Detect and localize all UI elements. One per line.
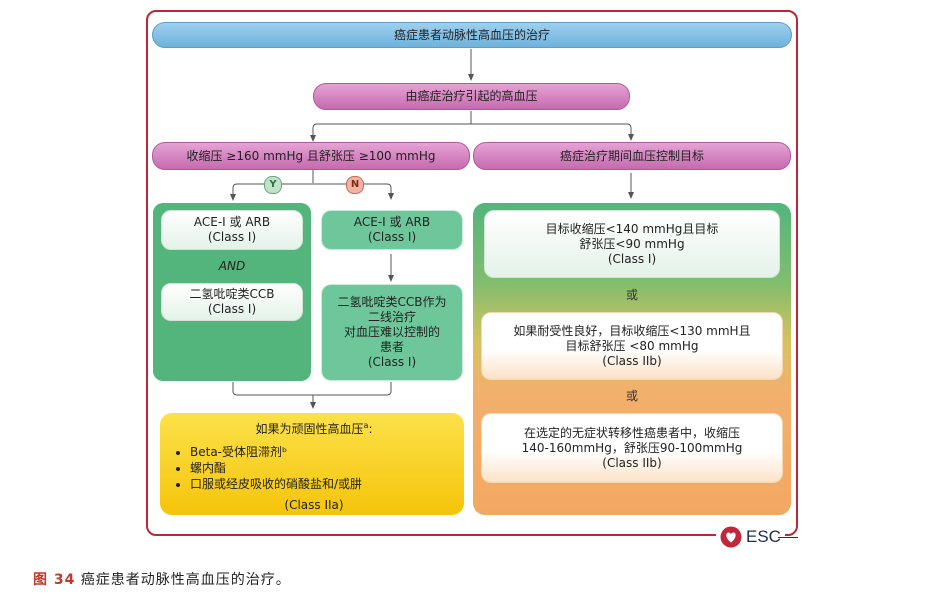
no-card-ace: ACE-I 或 ARB (Class I): [321, 210, 463, 250]
no-card-ace-line1: ACE-I 或 ARB: [353, 215, 431, 229]
yes-card-ace-line1: ACE-I 或 ARB: [193, 215, 271, 229]
yes-badge: Y: [264, 176, 282, 194]
yes-card-ace: ACE-I 或 ARB (Class I): [161, 210, 303, 250]
esc-logo: ESC: [716, 526, 785, 548]
refractory-heading-colon: :: [368, 422, 373, 436]
target1-line1: 目标收缩压<140 mmHg且目标: [545, 221, 719, 236]
title-text: 癌症患者动脉性高血压的治疗: [393, 27, 550, 42]
logo-rule: [778, 537, 798, 538]
refractory-item: 口服或经皮吸收的硝酸盐和/或肼: [190, 476, 454, 492]
diagram-frame: [146, 10, 798, 536]
no-card-ccb: 二氢吡啶类CCB作为 二线治疗 对血压难以控制的 患者 (Class I): [321, 284, 463, 381]
yes-card-ccb-line1: 二氢吡啶类CCB: [189, 287, 275, 301]
refractory-box: 如果为顽固性高血压a: Beta-受体阻滞剂ᵇ 螺内酯 口服或经皮吸收的硝酸盐和…: [160, 413, 464, 515]
target-card-2: 如果耐受性良好，目标收缩压<130 mmH且 目标舒张压 <80 mmHg (C…: [481, 312, 783, 380]
right-branch-text: 癌症治疗期间血压控制目标: [559, 148, 704, 163]
left-branch-text: 收缩压 ≥160 mmHg 且舒张压 ≥100 mmHg: [186, 148, 436, 163]
or-label-1: 或: [626, 288, 639, 302]
right-branch-box: 癌症治疗期间血压控制目标: [473, 142, 791, 170]
no-card-ccb-line1: 二氢吡啶类CCB作为: [337, 295, 447, 309]
figure-number: 图 34: [33, 572, 76, 588]
target2-line1: 如果耐受性良好，目标收缩压<130 mmH且: [513, 323, 751, 338]
no-card-ccb-line3: 对血压难以控制的: [343, 325, 440, 339]
split-to-branches: [312, 123, 634, 141]
title-bar: 癌症患者动脉性高血压的治疗: [152, 22, 792, 48]
refractory-heading: 如果为顽固性高血压a:: [174, 417, 454, 438]
target3-line1: 在选定的无症状转移性癌患者中，收缩压: [523, 425, 740, 440]
target-card-3: 在选定的无症状转移性癌患者中，收缩压 140-160mmHg，舒张压90-100…: [481, 413, 783, 483]
target1-line2: 舒张压<90 mmHg: [579, 236, 685, 251]
left-branch-box: 收缩压 ≥160 mmHg 且舒张压 ≥100 mmHg: [152, 142, 470, 170]
heart-icon: [720, 526, 742, 548]
no-card-ace-line2: (Class I): [367, 230, 417, 244]
refractory-class: (Class IIa): [284, 498, 344, 512]
cause-box: 由癌症治疗引起的高血压: [313, 83, 630, 110]
target3-line2: 140-160mmHg，舒张压90-100mmHg: [521, 440, 743, 455]
target1-line3: (Class I): [607, 251, 657, 266]
no-card-ccb-line2: 二线治疗: [367, 310, 416, 324]
target2-line3: (Class IIb): [602, 353, 662, 368]
no-card-ccb-line5: (Class I): [367, 355, 417, 369]
refractory-item: Beta-受体阻滞剂ᵇ: [190, 444, 454, 460]
cause-text: 由癌症治疗引起的高血压: [405, 89, 538, 103]
and-label: AND: [161, 257, 303, 275]
target3-line3: (Class IIb): [602, 455, 662, 470]
and-text: AND: [218, 258, 246, 273]
no-label: N: [350, 179, 360, 190]
yes-card-ccb-line2: (Class I): [207, 302, 257, 316]
caption-text: 癌症患者动脉性高血压的治疗。: [75, 572, 291, 588]
refractory-heading-text: 如果为顽固性高血压: [255, 422, 364, 436]
target-card-1: 目标收缩压<140 mmHg且目标 舒张压<90 mmHg (Class I): [484, 210, 780, 278]
split-yes-no: [232, 183, 394, 200]
merge-to-refractory: [232, 382, 392, 396]
refractory-list: Beta-受体阻滞剂ᵇ 螺内酯 口服或经皮吸收的硝酸盐和/或肼: [174, 444, 454, 492]
no-card-ccb-line4: 患者: [379, 340, 404, 354]
refractory-heading-sup: a: [363, 421, 369, 430]
figure-caption: 图 34 癌症患者动脉性高血压的治疗。: [33, 569, 291, 589]
yes-card-ace-line2: (Class I): [207, 230, 257, 244]
or-label-2: 或: [626, 389, 639, 403]
yes-card-ccb: 二氢吡啶类CCB (Class I): [161, 283, 303, 321]
target2-line2: 目标舒张压 <80 mmHg: [565, 338, 699, 353]
refractory-item: 螺内酯: [190, 460, 454, 476]
esc-text: ESC: [746, 527, 781, 546]
yes-label: Y: [269, 179, 277, 190]
no-badge: N: [346, 176, 364, 194]
